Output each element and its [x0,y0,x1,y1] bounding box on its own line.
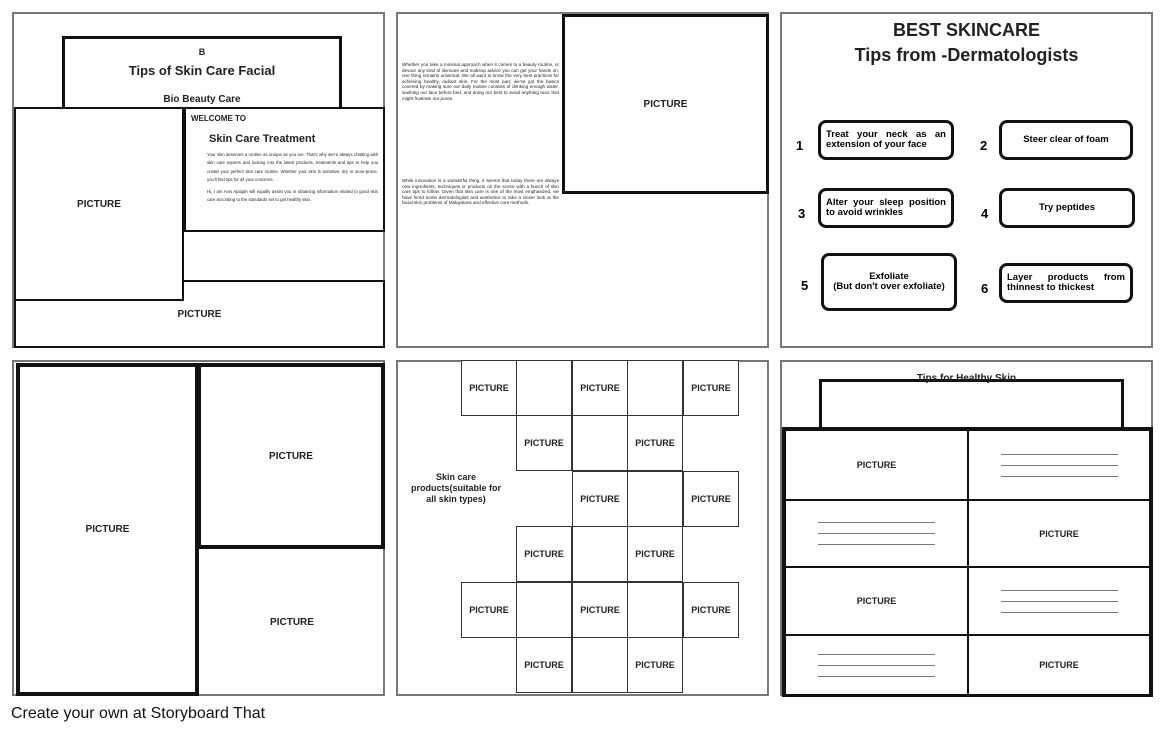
tip-number: 5 [801,278,809,293]
tip-box: Steer clear of foam [999,120,1133,160]
heading: Skin Care Treatment [209,133,316,145]
tip-number: 4 [981,206,989,221]
tip-number: 3 [798,206,806,221]
brand: Bio Beauty Care [163,94,241,105]
picture-placeholder: PICTURE [969,501,1149,568]
grid-cell [572,415,628,471]
grid-cell [627,360,683,416]
panel-4: PICTURE PICTURE PICTURE [12,360,385,696]
title-line-2: Tips from -Dermatologists [854,45,1079,65]
picture-placeholder: PICTURE [683,471,739,527]
tip-box: Try peptides [999,188,1135,228]
picture-placeholder: PICTURE [516,637,572,693]
tip-box: Layer products from thinnest to thickest [999,263,1133,303]
tip-box: Treat your neck as an extension of your … [818,120,954,160]
tip-number: 6 [981,281,989,296]
picture-placeholder: PICTURE [1039,660,1079,670]
writing-lines [969,431,1149,501]
footer-text: Create your own at Storyboard That [11,705,266,722]
picture-placeholder: PICTURE [197,363,385,549]
picture-placeholder: PICTURE [270,617,314,628]
panel-3: BEST SKINCARE Tips from -Dermatologists … [780,12,1153,348]
line-divider [818,544,935,545]
tip-box: Exfoliate (But don't over exfoliate) [821,253,957,311]
line-divider [818,653,935,655]
title-line-1: BEST SKINCARE [892,20,1040,40]
line-divider [818,675,935,677]
tip-number: 1 [796,138,804,153]
line-divider [818,533,935,534]
picture-placeholder: PICTURE [683,582,739,638]
line-divider [1000,600,1118,602]
grid-cell [572,526,628,582]
panel-2: Whether you take a minimal approach when… [396,12,769,348]
line-divider [1000,453,1118,455]
line-divider [818,522,935,523]
picture-placeholder: PICTURE [627,637,683,693]
panel-title: Tips for Healthy Skin [916,373,1017,384]
title-box: B Tips of Skin Care Facial Bio Beauty Ca… [62,36,342,111]
line-divider [1000,464,1118,466]
picture-placeholder: PICTURE [562,14,769,194]
picture-placeholder: PICTURE [516,415,572,471]
picture-placeholder: PICTURE [461,582,517,638]
picture-placeholder: PICTURE [627,526,683,582]
panel-5: Skin care products(suitable for all skin… [396,360,769,696]
products-label: Skin care products(suitable for all skin… [410,472,501,504]
picture-placeholder: PICTURE [786,568,969,636]
paragraph: Hi, I am Anis Ajaiqah will equally assis… [207,189,378,203]
welcome-label: WELCOME TO [191,114,246,123]
picture-placeholder: PICTURE [627,415,683,471]
writing-lines [969,568,1149,636]
paragraph: Your skin deserves a routine as unique a… [207,152,378,182]
grid-cell [572,637,628,693]
picture-placeholder: PICTURE [461,360,517,416]
writing-lines [786,501,969,568]
picture-placeholder: PICTURE [572,471,628,527]
picture-placeholder: PICTURE [683,360,739,416]
grid-cell [516,360,572,416]
grid-cell [516,582,572,638]
line-divider [818,664,935,666]
tip-number: 2 [980,138,988,153]
title-letter: B [198,47,206,57]
panel-1: B Tips of Skin Care Facial Bio Beauty Ca… [12,12,385,348]
picture-placeholder: PICTURE [786,431,969,501]
line-divider [1000,589,1118,591]
paragraph: Whether you take a minimal approach when… [402,62,559,101]
title: Tips of Skin Care Facial [128,63,276,78]
picture-placeholder: PICTURE [16,363,199,696]
tip-box: Alter your sleep position to avoid wrink… [818,188,954,228]
picture-placeholder: PICTURE [516,526,572,582]
grid-cell [627,582,683,638]
picture-placeholder: PICTURE [572,582,628,638]
line-divider [1000,475,1118,477]
line-divider [1000,611,1118,613]
grid-cell [627,471,683,527]
paragraph: While innovation is a wonderful thing, i… [402,178,559,206]
panel-title: BEST SKINCARE Tips from -Dermatologists [782,18,1151,68]
picture-placeholder: PICTURE [572,360,628,416]
picture-placeholder: PICTURE [14,107,184,301]
writing-lines [786,636,969,694]
welcome-box: WELCOME TO Skin Care Treatment Your skin… [184,107,385,232]
